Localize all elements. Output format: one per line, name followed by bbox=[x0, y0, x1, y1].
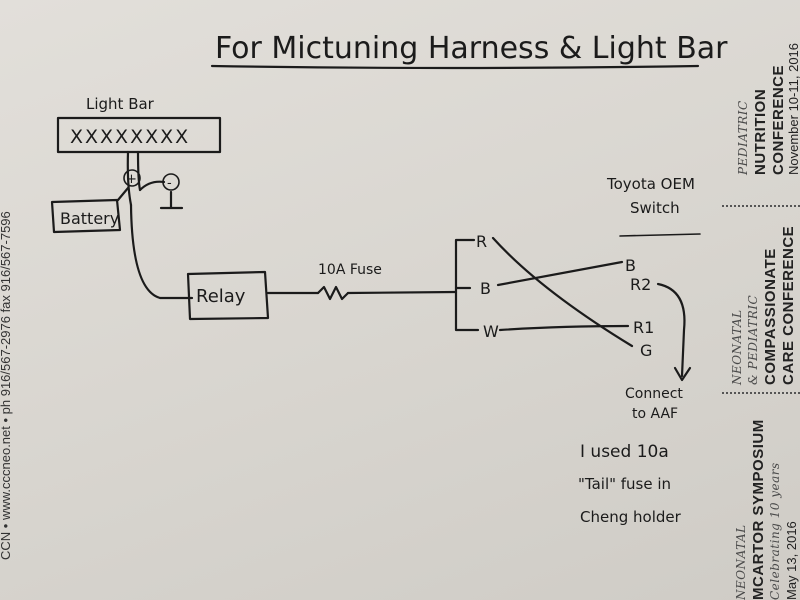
wire-r-to-switch-g bbox=[491, 236, 634, 348]
arrow-head-icon bbox=[673, 366, 692, 382]
fuse-note-line3: Cheng holder bbox=[580, 508, 682, 526]
title-underline bbox=[210, 64, 700, 70]
switch-label-line1: Toyota OEM bbox=[606, 175, 695, 193]
positive-sign: + bbox=[126, 172, 137, 187]
wire-fuse-to-harness bbox=[346, 290, 458, 295]
wire-lightbar-left bbox=[126, 150, 133, 207]
wire-r2-to-aaf bbox=[656, 282, 686, 378]
relay-label: Relay bbox=[196, 286, 246, 307]
switch-pin-r1: R1 bbox=[633, 318, 654, 337]
switch-label-line2: Switch bbox=[630, 199, 680, 217]
positive-terminal-icon bbox=[123, 169, 141, 187]
switch-pin-b: B bbox=[625, 256, 636, 275]
fuse-note-line2: "Tail" fuse in bbox=[578, 475, 671, 493]
battery-label: Battery bbox=[60, 209, 119, 228]
harness-bracket bbox=[454, 238, 480, 332]
light-bar-marks: XXXXXXXX bbox=[70, 126, 190, 148]
harness-pin-r: R bbox=[476, 232, 487, 251]
conf3-line3: Celebrating 10 years bbox=[768, 462, 782, 600]
relay-box bbox=[186, 270, 270, 321]
fuse-note-line1: I used 10a bbox=[580, 442, 669, 462]
harness-pin-w: W bbox=[483, 322, 499, 341]
wire-b-to-switch-b bbox=[496, 260, 624, 287]
ground-terminal-icon bbox=[162, 173, 180, 191]
light-bar-label: Light Bar bbox=[86, 95, 155, 113]
ground-symbol-icon bbox=[159, 190, 184, 210]
conf3-line4: May 13, 2016 bbox=[784, 521, 799, 600]
battery-box bbox=[50, 198, 122, 234]
ground-sign: - bbox=[167, 176, 172, 191]
diagram-title: For Mictuning Harness & Light Bar bbox=[215, 31, 728, 66]
connect-note-line1: Connect bbox=[625, 386, 683, 402]
connect-note-line2: to AAF bbox=[632, 406, 678, 422]
wire-positive-to-battery bbox=[116, 186, 130, 202]
switch-pin-r2: R2 bbox=[630, 275, 651, 294]
conf3-line1: NEONATAL bbox=[734, 524, 748, 600]
right-pad-strip-3: NEONATAL MCARTOR SYMPOSIUM Celebrating 1… bbox=[722, 0, 800, 600]
wire-to-ground bbox=[138, 180, 166, 192]
wire-lightbar-to-relay bbox=[129, 203, 194, 300]
pad-divider-2 bbox=[722, 392, 800, 394]
wire-w-to-switch-r1 bbox=[498, 324, 630, 332]
fuse-symbol-icon bbox=[316, 285, 350, 301]
conf3-line2: MCARTOR SYMPOSIUM bbox=[750, 419, 767, 600]
pad-divider-1 bbox=[722, 205, 800, 207]
harness-pin-b: B bbox=[480, 279, 491, 298]
switch-label-underline bbox=[619, 233, 701, 237]
wire-lightbar-right bbox=[136, 150, 142, 192]
fuse-label: 10A Fuse bbox=[318, 262, 382, 278]
switch-pin-g: G bbox=[640, 341, 652, 360]
